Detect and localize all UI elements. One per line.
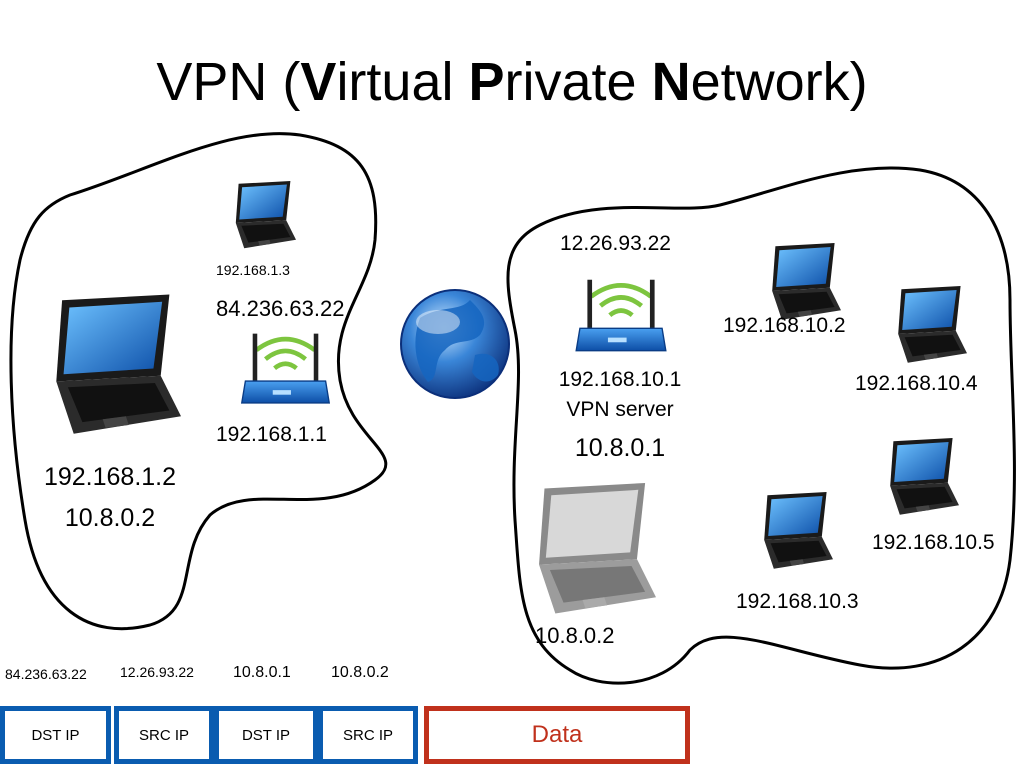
packet-dst-ip-field: DST IP — [214, 706, 318, 764]
page-title: VPN (Virtual Private Network) — [156, 52, 868, 112]
vpn-server-label: VPN server — [566, 398, 674, 421]
outer-dst-ip-value: 84.236.63.22 — [5, 666, 87, 682]
router-wan-ip-label: 84.236.63.22 — [216, 296, 345, 321]
host-ip-label: 192.168.10.3 — [736, 590, 859, 613]
laptop-icon — [539, 483, 656, 614]
host-ip-label: 192.168.10.5 — [872, 531, 995, 554]
packet-src-ip-field: SRC IP — [114, 706, 214, 764]
packet-src-ip-field: SRC IP — [318, 706, 418, 764]
field-label: DST IP — [241, 726, 291, 744]
vpn-tunnel-ip-label: 10.8.0.1 — [574, 434, 666, 462]
inner-dst-ip-value: 10.8.0.1 — [233, 664, 291, 681]
field-label: Data — [531, 721, 583, 748]
laptop-ip-label: 192.168.1.3 — [216, 262, 290, 278]
remote-client-ip-label: 10.8.0.2 — [535, 623, 615, 648]
laptop-icon — [56, 294, 181, 434]
laptop-icon — [890, 438, 959, 515]
field-label: SRC IP — [138, 726, 189, 744]
router-icon — [576, 280, 666, 351]
local-network-boundary — [9, 132, 388, 631]
outer-src-ip-value: 12.26.93.22 — [120, 664, 194, 680]
router-icon — [242, 334, 329, 403]
router-lan-ip-label: 192.168.1.1 — [216, 423, 327, 446]
remote-network-boundary — [506, 166, 1016, 685]
field-label: DST IP — [31, 726, 80, 744]
client-local-ip-label: 192.168.1.2 — [43, 463, 177, 491]
field-label: SRC IP — [342, 726, 393, 744]
packet-data-field: Data — [424, 706, 690, 764]
vpn-lan-ip-label: 192.168.10.1 — [558, 368, 682, 391]
host-ip-label: 192.168.10.4 — [855, 372, 978, 395]
laptop-icon — [235, 181, 296, 249]
inner-src-ip-value: 10.8.0.2 — [331, 664, 389, 681]
client-vpn-ip-label: 10.8.0.2 — [64, 504, 156, 532]
host-ip-label: 192.168.10.2 — [723, 314, 846, 337]
packet-dst-ip-field: DST IP — [0, 706, 111, 764]
laptop-icon — [772, 243, 841, 320]
laptop-icon — [898, 286, 967, 363]
internet-globe-icon — [400, 289, 510, 399]
router-wan-ip-label: 12.26.93.22 — [560, 232, 671, 255]
laptop-icon — [764, 492, 833, 569]
